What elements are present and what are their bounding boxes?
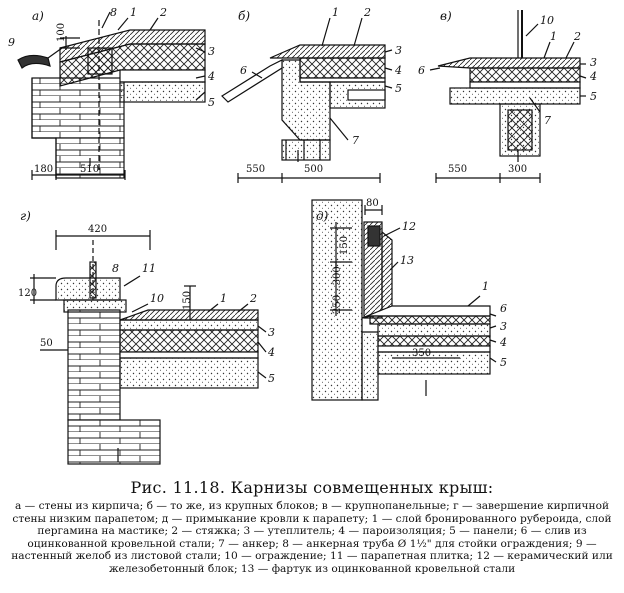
callout-number: 4 [499, 336, 507, 349]
callout-number: 1 [482, 280, 489, 293]
dimension-label: 180 [34, 164, 53, 175]
dimension-label: 550 [448, 164, 467, 175]
dimension-label: 120 [18, 288, 37, 299]
panel-d-labels: д) 12 13 1 6 3 4 5 80 150 250...300 350 [316, 198, 507, 369]
panel-label: б) [238, 9, 250, 23]
callout-number: 1 [220, 292, 227, 305]
callout-number: 1 [550, 30, 557, 43]
panel-g [30, 230, 267, 465]
callout-number: 6 [240, 64, 247, 77]
callout-number: 11 [142, 262, 156, 275]
callout-number: 12 [402, 220, 416, 233]
callout-number: 10 [540, 14, 554, 27]
panel-b-labels: б) 1 2 3 4 5 6 7 550 500 [238, 6, 402, 175]
callout-number: 4 [267, 346, 275, 359]
dimension-label: 80 [366, 198, 379, 209]
panel-label: в) [440, 9, 452, 23]
dimension-label: 300 [508, 164, 527, 175]
panel-a-labels: а) 9 8 1 2 3 4 5 100 180 510 [8, 6, 215, 175]
callout-number: 8 [110, 6, 117, 19]
dimension-label: 150 [339, 236, 350, 255]
callout-number: 5 [500, 356, 507, 369]
callout-number: 4 [394, 64, 402, 77]
panel-v-labels: в) 10 1 2 3 4 5 6 7 550 300 [418, 9, 597, 175]
figure-caption-title: Рис. 11.18. Карнизы совмещенных крыш: [130, 478, 494, 497]
dimension-label: 510 [80, 164, 99, 175]
callout-number: 3 [268, 326, 275, 339]
panel-g-labels: г) 8 11 10 1 2 3 4 5 420 120 150 50 [18, 209, 275, 385]
callout-number: 5 [208, 96, 215, 109]
callout-number: 5 [395, 82, 402, 95]
figure-caption-legend: а — стены из кирпича; б — то же, из круп… [11, 500, 613, 575]
dimension-label: 350 [412, 348, 431, 359]
callout-number: 6 [418, 64, 425, 77]
panel-d [311, 199, 497, 401]
callout-number: 13 [400, 254, 414, 267]
dimension-label: 100 [56, 23, 67, 42]
callout-number: 5 [268, 372, 275, 385]
panel-v [429, 10, 587, 183]
panel-label: г) [20, 209, 31, 223]
callout-number: 1 [332, 6, 339, 19]
callout-number: 8 [112, 262, 119, 275]
panel-label: д) [316, 209, 329, 223]
panel-b [221, 17, 393, 183]
callout-number: 7 [352, 134, 359, 147]
callout-number: 2 [159, 6, 167, 19]
dimension-label: 250...300 [332, 266, 343, 314]
roof-eaves-figure: а) 9 8 1 2 3 4 5 100 180 510 б) 1 2 3 4 … [8, 6, 597, 465]
dimension-label: 500 [304, 164, 323, 175]
callout-number: 3 [208, 45, 215, 58]
callout-number: 2 [363, 6, 371, 19]
callout-number: 3 [590, 56, 597, 69]
panel-a [17, 11, 206, 180]
callout-number: 3 [395, 44, 402, 57]
callout-number: 9 [8, 36, 15, 49]
callout-number: 4 [589, 70, 597, 83]
dimension-label: 50 [40, 338, 53, 349]
dimension-label: 550 [246, 164, 265, 175]
callout-number: 2 [573, 30, 581, 43]
callout-number: 6 [500, 302, 507, 315]
callout-number: 3 [500, 320, 507, 333]
panel-label: а) [32, 9, 44, 23]
callout-number: 5 [590, 90, 597, 103]
callout-number: 4 [207, 70, 215, 83]
callout-number: 1 [130, 6, 137, 19]
callout-number: 2 [249, 292, 257, 305]
dimension-label: 150 [182, 291, 193, 310]
callout-number: 7 [544, 114, 551, 127]
dimension-label: 420 [88, 224, 107, 235]
callout-number: 10 [150, 292, 164, 305]
